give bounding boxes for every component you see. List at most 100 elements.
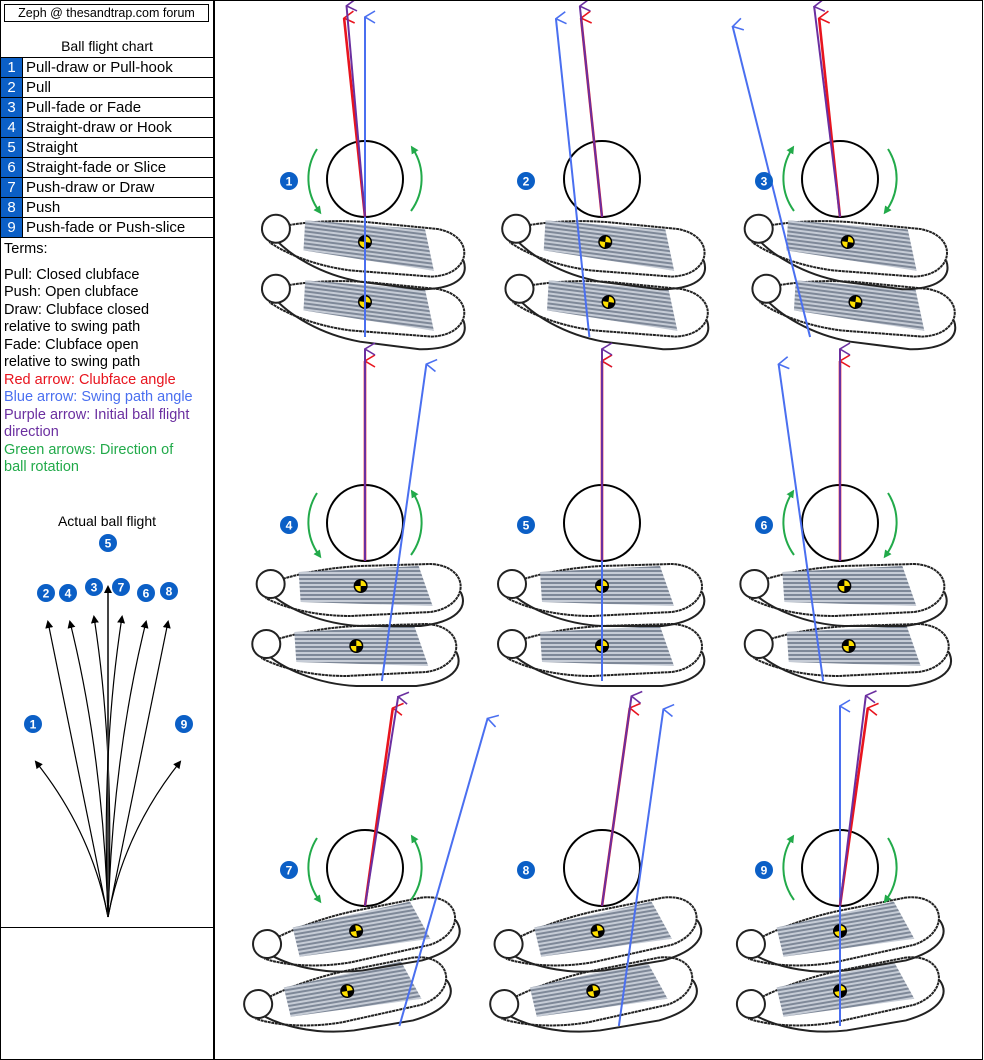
- ball-flight-arrow: [364, 697, 398, 907]
- legend-label: Pull-draw or Pull-hook: [26, 59, 173, 76]
- rotation-arrow-left: [307, 837, 322, 904]
- flight-badge-8: 8: [160, 582, 178, 600]
- sweet-spot-icon: [586, 984, 601, 998]
- ball-flight-arrow: [814, 7, 841, 218]
- flight-path-2: [45, 620, 109, 918]
- ball-flight-arrow: [580, 6, 603, 218]
- hosel: [252, 929, 283, 960]
- sweet-spot-icon: [353, 579, 368, 593]
- clubhead: [497, 622, 706, 687]
- clubhead: [255, 562, 464, 627]
- badge-circle: [160, 582, 178, 600]
- legend-number-badge: 7: [1, 178, 23, 197]
- swing-path-arrow: [380, 364, 427, 682]
- clubhead: [252, 896, 461, 973]
- hosel: [751, 273, 782, 304]
- flight-badge-6: 6: [137, 584, 155, 602]
- badge-circle: [755, 516, 773, 534]
- flight-badge-4: 4: [59, 584, 77, 602]
- hosel: [735, 989, 766, 1020]
- clubhead: [751, 273, 957, 351]
- badge-number: 9: [181, 718, 188, 732]
- badge-number: 5: [105, 537, 112, 551]
- clubhead: [743, 622, 952, 687]
- badge-circle: [59, 584, 77, 602]
- badge-circle: [280, 172, 298, 190]
- legend-label: Straight-fade or Slice: [26, 159, 167, 176]
- flight-path-7: [105, 615, 126, 918]
- clubhead: [260, 273, 466, 351]
- hosel: [501, 213, 532, 244]
- badge-circle: [85, 578, 103, 596]
- flight-path-9: [107, 760, 182, 918]
- badge-circle: [280, 516, 298, 534]
- credit-label: Zeph @ thesandtrap.com forum: [4, 4, 209, 22]
- legend-label: Pull-fade or Fade: [26, 99, 142, 116]
- badge-number: 7: [118, 581, 125, 595]
- flight-badge-5: 5: [99, 534, 117, 552]
- hosel: [489, 989, 520, 1020]
- sweet-spot-icon: [848, 295, 863, 309]
- clubhead: [735, 896, 945, 973]
- flight-path-8: [107, 620, 171, 918]
- terms-section: Terms: Pull: Closed clubface Push: Open …: [4, 241, 212, 477]
- shot-badge-2: 2: [517, 172, 535, 190]
- badge-number: 4: [65, 587, 72, 601]
- badge-circle: [24, 715, 42, 733]
- shot-badge-3: 3: [755, 172, 773, 190]
- shot-diagram-6: 6: [739, 349, 952, 687]
- badge-circle: [175, 715, 193, 733]
- term-push: Push: Open clubface: [4, 284, 139, 300]
- rotation-arrow-right: [883, 148, 898, 215]
- sweet-spot-icon: [601, 295, 616, 309]
- key-blue-arrow: Blue arrow: Swing path angle: [4, 389, 193, 405]
- shot-diagram-3: 3: [733, 7, 957, 351]
- legend-number-badge: 6: [1, 158, 23, 177]
- hosel: [260, 273, 291, 304]
- hosel: [493, 929, 524, 960]
- sweet-spot-icon: [349, 924, 364, 938]
- sweet-spot-icon: [590, 924, 605, 938]
- hosel: [243, 989, 274, 1020]
- shot-badge-1: 1: [280, 172, 298, 190]
- badge-number: 9: [761, 864, 768, 878]
- flight-path-1: [34, 760, 109, 918]
- legend-number-badge: 3: [1, 98, 23, 117]
- shot-diagram-4: 4: [251, 349, 464, 687]
- badge-circle: [755, 172, 773, 190]
- ball-flight-arrow: [601, 696, 632, 907]
- shot-diagram-2: 2: [501, 6, 710, 351]
- badge-number: 2: [523, 175, 530, 189]
- clubhead: [489, 956, 698, 1033]
- key-green-arrows-cont: ball rotation: [4, 459, 79, 475]
- badge-circle: [517, 861, 535, 879]
- clubhead: [743, 213, 949, 291]
- shot-diagram-7: 7: [243, 697, 488, 1033]
- flight-path-4: [67, 620, 109, 918]
- term-draw-cont: relative to swing path: [4, 319, 141, 335]
- key-green-arrows: Green arrows: Direction of: [4, 441, 174, 458]
- shot-badge-9: 9: [755, 861, 773, 879]
- key-purple-arrow-cont: direction: [4, 424, 59, 440]
- flight-badge-3: 3: [85, 578, 103, 596]
- badge-circle: [755, 861, 773, 879]
- badge-number: 1: [30, 718, 37, 732]
- hosel: [497, 629, 527, 659]
- rotation-arrow-left: [782, 489, 795, 556]
- divider: [1, 927, 213, 928]
- shot-badge-5: 5: [517, 516, 535, 534]
- rotation-arrow-left: [782, 145, 795, 212]
- legend-label: Push: [26, 199, 61, 216]
- flight-diagram-title: Actual ball flight: [57, 513, 157, 529]
- legend-number-badge: 2: [1, 78, 23, 97]
- clubhead: [501, 213, 706, 291]
- shot-badge-4: 4: [280, 516, 298, 534]
- badge-number: 3: [91, 581, 98, 595]
